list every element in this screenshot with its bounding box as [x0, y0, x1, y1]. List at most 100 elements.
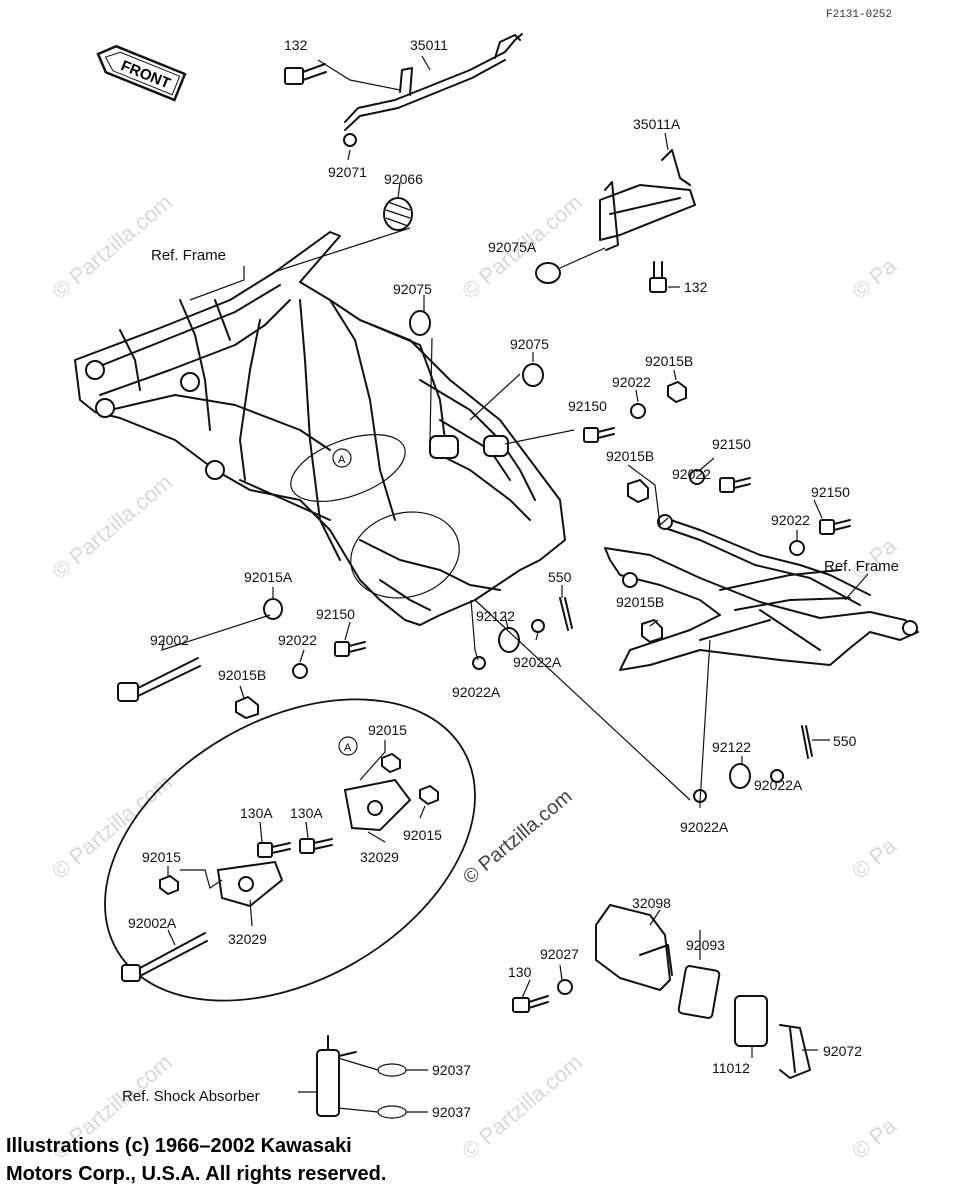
label-92022A-d: 92022A — [680, 819, 729, 835]
label-92015B-a: 92015B — [645, 353, 693, 369]
washer-92022A-b — [472, 656, 486, 670]
copyright-line-2: Motors Corp., U.S.A. All rights reserved… — [6, 1163, 387, 1185]
nut-92015B-b — [627, 478, 649, 504]
circle-marker-frame: A — [338, 454, 346, 466]
label-32029-a: 32029 — [360, 849, 399, 865]
label-92075A: 92075A — [488, 239, 537, 255]
label-92093: 92093 — [686, 937, 725, 953]
label-130A-a: 130A — [240, 805, 273, 821]
bolt-92002 — [117, 657, 201, 702]
svg-text:© Pa: © Pa — [847, 253, 901, 304]
label-92150-b: 92150 — [712, 436, 751, 452]
bracket-35011A — [599, 149, 696, 251]
label-92027: 92027 — [540, 946, 579, 962]
label-92075-b: 92075 — [510, 336, 549, 352]
label-11012: 11012 — [712, 1060, 750, 1076]
bushing-92122-a — [498, 627, 520, 653]
hardware — [117, 310, 851, 803]
copyright-line-1: Illustrations (c) 1966–2002 Kawasaki — [6, 1135, 352, 1157]
label-32029-b: 32029 — [228, 931, 267, 947]
label-92037-b: 92037 — [432, 1104, 471, 1120]
label-92122-b: 92122 — [712, 739, 751, 755]
label-92066: 92066 — [384, 171, 423, 187]
label-92071: 92071 — [328, 164, 367, 180]
nut-92015B-d — [641, 618, 663, 644]
label-92015B-d: 92015B — [616, 594, 664, 610]
band-92037-b — [377, 1105, 407, 1119]
label-92015-c: 92015 — [142, 849, 181, 865]
watermark-center: © Partzilla.com — [459, 785, 576, 888]
label-550-b: 550 — [833, 733, 857, 749]
collar-92015A — [263, 598, 283, 620]
label-92015-b: 92015 — [403, 827, 442, 843]
label-92015-a: 92015 — [368, 722, 407, 738]
label-92015B-b: 92015B — [606, 448, 654, 464]
bushing-92122-b — [729, 763, 751, 789]
collar-92075-a — [409, 310, 431, 336]
washer-92022-d — [292, 663, 308, 679]
label-32098: 32098 — [632, 895, 671, 911]
label-92002A: 92002A — [128, 915, 177, 931]
nut-92015B-a — [667, 380, 687, 404]
bolt-92150-b — [719, 477, 751, 493]
washer-92022A-c — [770, 769, 784, 783]
clamp-92072 — [779, 1024, 811, 1079]
bolt-130 — [512, 995, 549, 1013]
label-92150-d: 92150 — [316, 606, 355, 622]
label-92150-a: 92150 — [568, 398, 607, 414]
label-ref-shock-absorber: Ref. Shock Absorber — [122, 1088, 260, 1105]
svg-text:© Partzilla.com: © Partzilla.com — [47, 469, 177, 583]
washer-92022-c — [789, 540, 805, 556]
washer-92022-b — [689, 469, 705, 485]
bracket-35011 — [344, 33, 523, 131]
svg-text:© Pa: © Pa — [847, 1113, 901, 1164]
bolt-130A-a — [257, 842, 291, 858]
washer-92022A-a — [531, 619, 545, 633]
bolt-92150-d — [334, 641, 366, 657]
label-35011: 35011 — [410, 37, 448, 53]
leader-lines — [161, 55, 869, 1113]
bolt-92150-c — [819, 519, 851, 535]
label-ref-frame-left: Ref. Frame — [151, 247, 226, 264]
part-labels: 132 35011 92071 92066 35011A 92075A 132 … — [122, 37, 899, 1120]
detail-a: A — [104, 698, 476, 1002]
label-130A-b: 130A — [290, 805, 323, 821]
label-132-right: 132 — [684, 279, 708, 295]
label-92122-a: 92122 — [476, 608, 515, 624]
cap-92075A — [535, 262, 561, 284]
bolt-130A-b — [299, 838, 333, 854]
nut-92015-a — [381, 752, 401, 774]
front-arrow-icon: FRONT — [96, 44, 187, 102]
label-92022-c: 92022 — [771, 512, 810, 528]
band-92037-a — [377, 1063, 407, 1077]
label-92022A-c: 92022A — [754, 777, 803, 793]
label-92015A: 92015A — [244, 569, 293, 585]
label-92072: 92072 — [823, 1043, 862, 1059]
label-92022-b: 92022 — [672, 466, 711, 482]
label-92002: 92002 — [150, 632, 189, 648]
diagram-code: F2131-0252 — [826, 9, 892, 21]
nut-92015B-c — [235, 695, 259, 720]
sub-frame — [604, 514, 919, 671]
bolt-132-top — [284, 63, 327, 85]
label-130: 130 — [508, 964, 532, 980]
label-132-top: 132 — [284, 37, 308, 53]
bolt-92150-a — [583, 427, 615, 443]
label-92075-a: 92075 — [393, 281, 432, 297]
label-92022A-b: 92022A — [452, 684, 501, 700]
label-92022-a: 92022 — [612, 374, 651, 390]
svg-text:A: A — [344, 742, 352, 754]
label-92037-a: 92037 — [432, 1062, 471, 1078]
label-550-a: 550 — [548, 569, 572, 585]
bolt-92002A — [121, 932, 208, 982]
bolt-132-right — [649, 261, 667, 293]
pin-550-b — [801, 725, 813, 759]
collar-92075-b — [522, 363, 544, 387]
label-92150-c: 92150 — [811, 484, 850, 500]
svg-text:© Partzilla.com: © Partzilla.com — [47, 769, 177, 883]
nut-92015-c — [159, 874, 179, 896]
copyright-notice: Illustrations (c) 1966–2002 Kawasaki Mot… — [6, 1132, 386, 1188]
label-92022-d: 92022 — [278, 632, 317, 648]
grommet-92066 — [383, 197, 413, 231]
